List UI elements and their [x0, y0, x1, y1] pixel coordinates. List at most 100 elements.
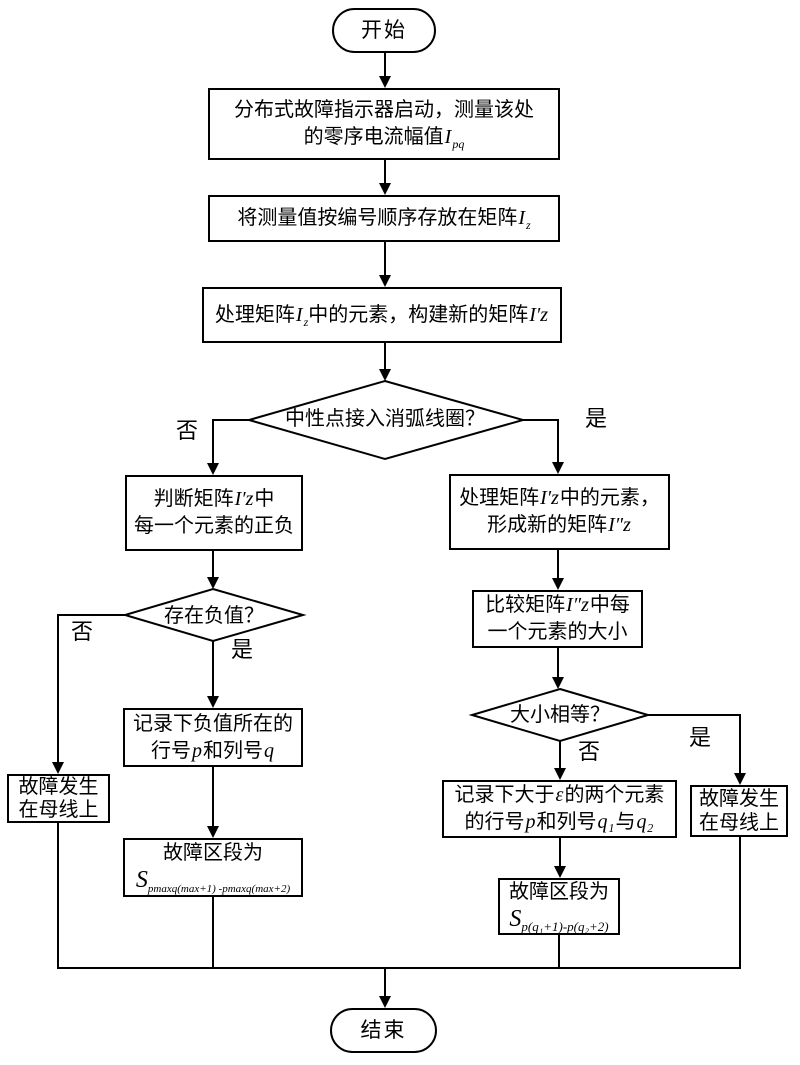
formula: Spmaxq(max+1) -pmaxq(max+2) — [136, 867, 290, 895]
math-sub: pq — [452, 137, 465, 151]
text-segment: 中的元素， — [559, 487, 660, 509]
text-line: 每一个元素的正负 — [134, 513, 294, 540]
text-line: 的零序电流幅值Ipq — [304, 124, 465, 151]
math-var: I′z — [540, 487, 559, 509]
text-segment: 故障区段为 — [509, 881, 609, 903]
text-segment: 分布式故障指示器启动，测量该处 — [234, 99, 534, 121]
text-line: 比较矩阵I″z中每 — [485, 592, 630, 619]
math-var: I — [518, 207, 525, 229]
text-segment: 故障发生 — [18, 775, 99, 798]
process-build-matrix: 处理矩阵Iz中的元素，构建新的矩阵I′z — [202, 287, 562, 343]
text-segment: 与 — [615, 811, 636, 833]
start-terminal: 开始 — [332, 8, 436, 53]
text-line: 形成新的矩阵I″z — [487, 512, 632, 539]
decision-equal-diamond — [468, 687, 652, 743]
process-compare-elements: 比较矩阵I″z中每 一个元素的大小 — [472, 590, 643, 648]
text-segment: 处理矩阵 — [459, 487, 540, 509]
text-segment: 和列号 — [536, 811, 597, 833]
process-store-matrix: 将测量值按编号顺序存放在矩阵Iz — [208, 195, 560, 242]
math-var: I — [444, 126, 452, 148]
edge-label-yes-equal: 是 — [689, 725, 712, 750]
math-var: I″z — [566, 594, 589, 616]
text-segment: 在母线上 — [18, 798, 99, 821]
math-var: S — [135, 867, 148, 893]
text-segment: 中每 — [589, 594, 630, 616]
math-var: q — [264, 739, 274, 762]
math-var: q₂ — [636, 811, 654, 833]
text-segment: 将测量值按编号顺序存放在矩阵 — [237, 207, 518, 229]
process-fault-section-right: 故障区段为 Sp(q₁+1)-p(q₂+2) — [498, 878, 620, 935]
formula: Sp(q₁+1)-p(q₂+2) — [509, 906, 608, 934]
process-bus-fault-right: 故障发生 在母线上 — [690, 785, 788, 837]
text-segment: 故障发生 — [699, 788, 779, 810]
edge-decision1-yes — [521, 419, 564, 474]
decision-neutral-diamond — [245, 379, 527, 461]
text-segment: 处理矩阵 — [214, 303, 295, 326]
edge-decision3-yes — [648, 714, 746, 785]
math-var: ε — [555, 784, 564, 806]
text-segment: 每一个元素的正负 — [134, 515, 294, 537]
text-line: 故障发生 — [699, 787, 779, 811]
text-segment: 在母线上 — [699, 812, 779, 834]
math-var: I′z — [234, 488, 254, 510]
math-var: p — [192, 739, 202, 762]
process-record-epsilon: 记录下大于ε的两个元素 的行号p和列号q₁与q₂ — [442, 780, 677, 838]
text-line: 在母线上 — [699, 811, 779, 835]
edge-label-no-equal: 否 — [578, 739, 601, 764]
text-line: 记录下大于ε的两个元素 — [455, 782, 665, 809]
text-line: 将测量值按编号顺序存放在矩阵Iz — [237, 205, 530, 232]
text-segment: 故障区段为 — [163, 842, 263, 864]
decision-equal-label: 大小相等？ — [510, 704, 610, 726]
text-segment: 记录下负值所在的 — [133, 712, 293, 735]
text-segment: 的行号 — [464, 811, 525, 833]
math-var: I″z — [608, 514, 631, 536]
edge-decision1-no — [207, 419, 250, 475]
text-line: 一个元素的大小 — [488, 619, 628, 646]
text-segment: 形成新的矩阵 — [487, 514, 608, 536]
math-var: p — [525, 811, 536, 833]
text-segment: 记录下大于 — [454, 784, 555, 806]
text-segment: 的两个元素 — [564, 784, 665, 806]
text-line: 在母线上 — [19, 799, 99, 822]
decision-negative-diamond — [121, 587, 307, 643]
process-measure-current: 分布式故障指示器启动，测量该处 的零序电流幅值Ipq — [208, 88, 560, 160]
math-sub: pmaxq(max+1) -pmaxq(max+2) — [147, 883, 291, 895]
text-segment: 的零序电流幅值 — [303, 126, 444, 148]
text-line: 故障区段为 — [509, 879, 609, 906]
start-label: 开始 — [361, 18, 407, 42]
text-segment: 行号 — [151, 739, 191, 762]
end-label: 结束 — [360, 1018, 407, 1042]
text-segment: 比较矩阵 — [485, 594, 566, 616]
math-var: S — [509, 906, 522, 932]
text-line: 分布式故障指示器启动，测量该处 — [234, 97, 534, 124]
process-judge-sign: 判断矩阵I′z中 每一个元素的正负 — [125, 475, 303, 551]
text-line: 行号p和列号q — [151, 738, 275, 765]
text-segment: 中的元素，构建新的矩阵 — [308, 303, 529, 326]
end-terminal: 结束 — [330, 1008, 437, 1053]
decision-neutral-label: 中性点接入消弧线圈？ — [285, 408, 485, 430]
math-sub: p(q₁+1)-p(q₂+2) — [521, 919, 609, 934]
math-var: I′z — [529, 303, 549, 326]
text-line: 的行号p和列号q₁与q₂ — [465, 809, 655, 836]
decision-negative-label: 存在负值？ — [164, 605, 264, 627]
text-line: 故障区段为 — [163, 840, 263, 867]
process-record-negative: 记录下负值所在的 行号p和列号q — [123, 708, 303, 767]
text-line: 故障发生 — [19, 776, 99, 799]
text-line: 处理矩阵I′z中的元素， — [459, 485, 660, 512]
process-bus-fault-left: 故障发生 在母线上 — [7, 774, 110, 823]
text-segment: 一个元素的大小 — [487, 621, 628, 643]
text-line: 处理矩阵Iz中的元素，构建新的矩阵I′z — [215, 302, 549, 329]
edge-label-no-negative: 否 — [71, 619, 94, 644]
edge-label-yes-negative: 是 — [231, 637, 254, 662]
process-fault-section-left: 故障区段为 Spmaxq(max+1) -pmaxq(max+2) — [123, 838, 303, 897]
text-line: 判断矩阵I′z中 — [154, 486, 275, 513]
math-var: q₁ — [597, 811, 615, 833]
text-segment: 和列号 — [203, 739, 263, 762]
math-sub: z — [303, 314, 309, 329]
math-var: I — [295, 303, 303, 326]
text-segment: 判断矩阵 — [153, 488, 234, 510]
edge-label-no-neutral: 否 — [176, 418, 199, 443]
text-segment: 中 — [254, 488, 275, 510]
